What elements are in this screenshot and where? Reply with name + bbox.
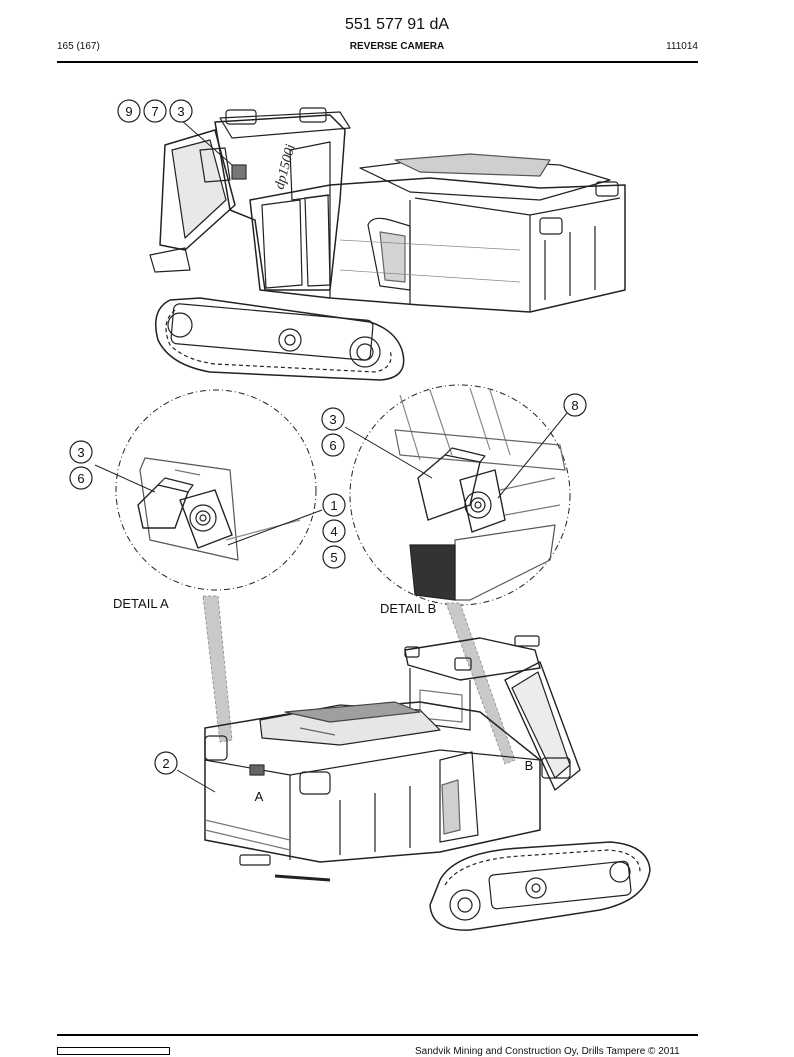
- date-code: 111014: [666, 41, 698, 52]
- callout-bubble: [154, 751, 178, 775]
- callout-6: 6: [77, 471, 84, 486]
- drill-rig-upper-view: dp1500i: [149, 107, 626, 381]
- header-rule: [57, 61, 698, 63]
- detail-b-leader: [445, 602, 516, 765]
- callout-3: 3: [77, 445, 84, 460]
- callout-8: 8: [571, 398, 578, 413]
- callout-3: 3: [177, 104, 184, 119]
- page-number: 165 (167): [57, 41, 100, 52]
- document-number: 551 577 91 dA: [344, 16, 450, 33]
- callout-3: 3: [329, 412, 336, 427]
- callout-4: 4: [330, 524, 337, 539]
- section-title: REVERSE CAMERA: [349, 41, 445, 52]
- callout-1: 1: [330, 498, 337, 513]
- footer-copyright: Sandvik Mining and Construction Oy, Dril…: [415, 1046, 680, 1057]
- callout-bubble: [143, 99, 167, 123]
- callout-bubble: [117, 99, 141, 123]
- footer-rule: [57, 1034, 698, 1036]
- callout-bubble: [169, 99, 193, 123]
- view-mark-b: B: [525, 758, 534, 773]
- view-mark-a: A: [255, 789, 264, 804]
- callout-9: 9: [125, 104, 132, 119]
- callout-5: 5: [330, 550, 337, 565]
- callout-6: 6: [329, 438, 336, 453]
- detail-b-view: [344, 384, 571, 606]
- detail-a-view: [94, 389, 323, 591]
- drill-rig-rear-view: [204, 635, 651, 931]
- callout-2: 2: [162, 756, 169, 771]
- detail-a-label: DETAIL A: [113, 596, 169, 611]
- detail-b-label: DETAIL B: [380, 601, 436, 616]
- detail-a-callouts: 3 6 1 4 5: [69, 440, 346, 569]
- company-logo: [57, 1047, 170, 1055]
- callouts-top: 9 7 3: [117, 99, 233, 166]
- svg-text:dp1500i: dp1500i: [272, 143, 298, 191]
- detail-a-leader: [202, 595, 233, 743]
- callout-7: 7: [151, 104, 158, 119]
- detail-b-callouts: 3 6 8: [321, 393, 587, 457]
